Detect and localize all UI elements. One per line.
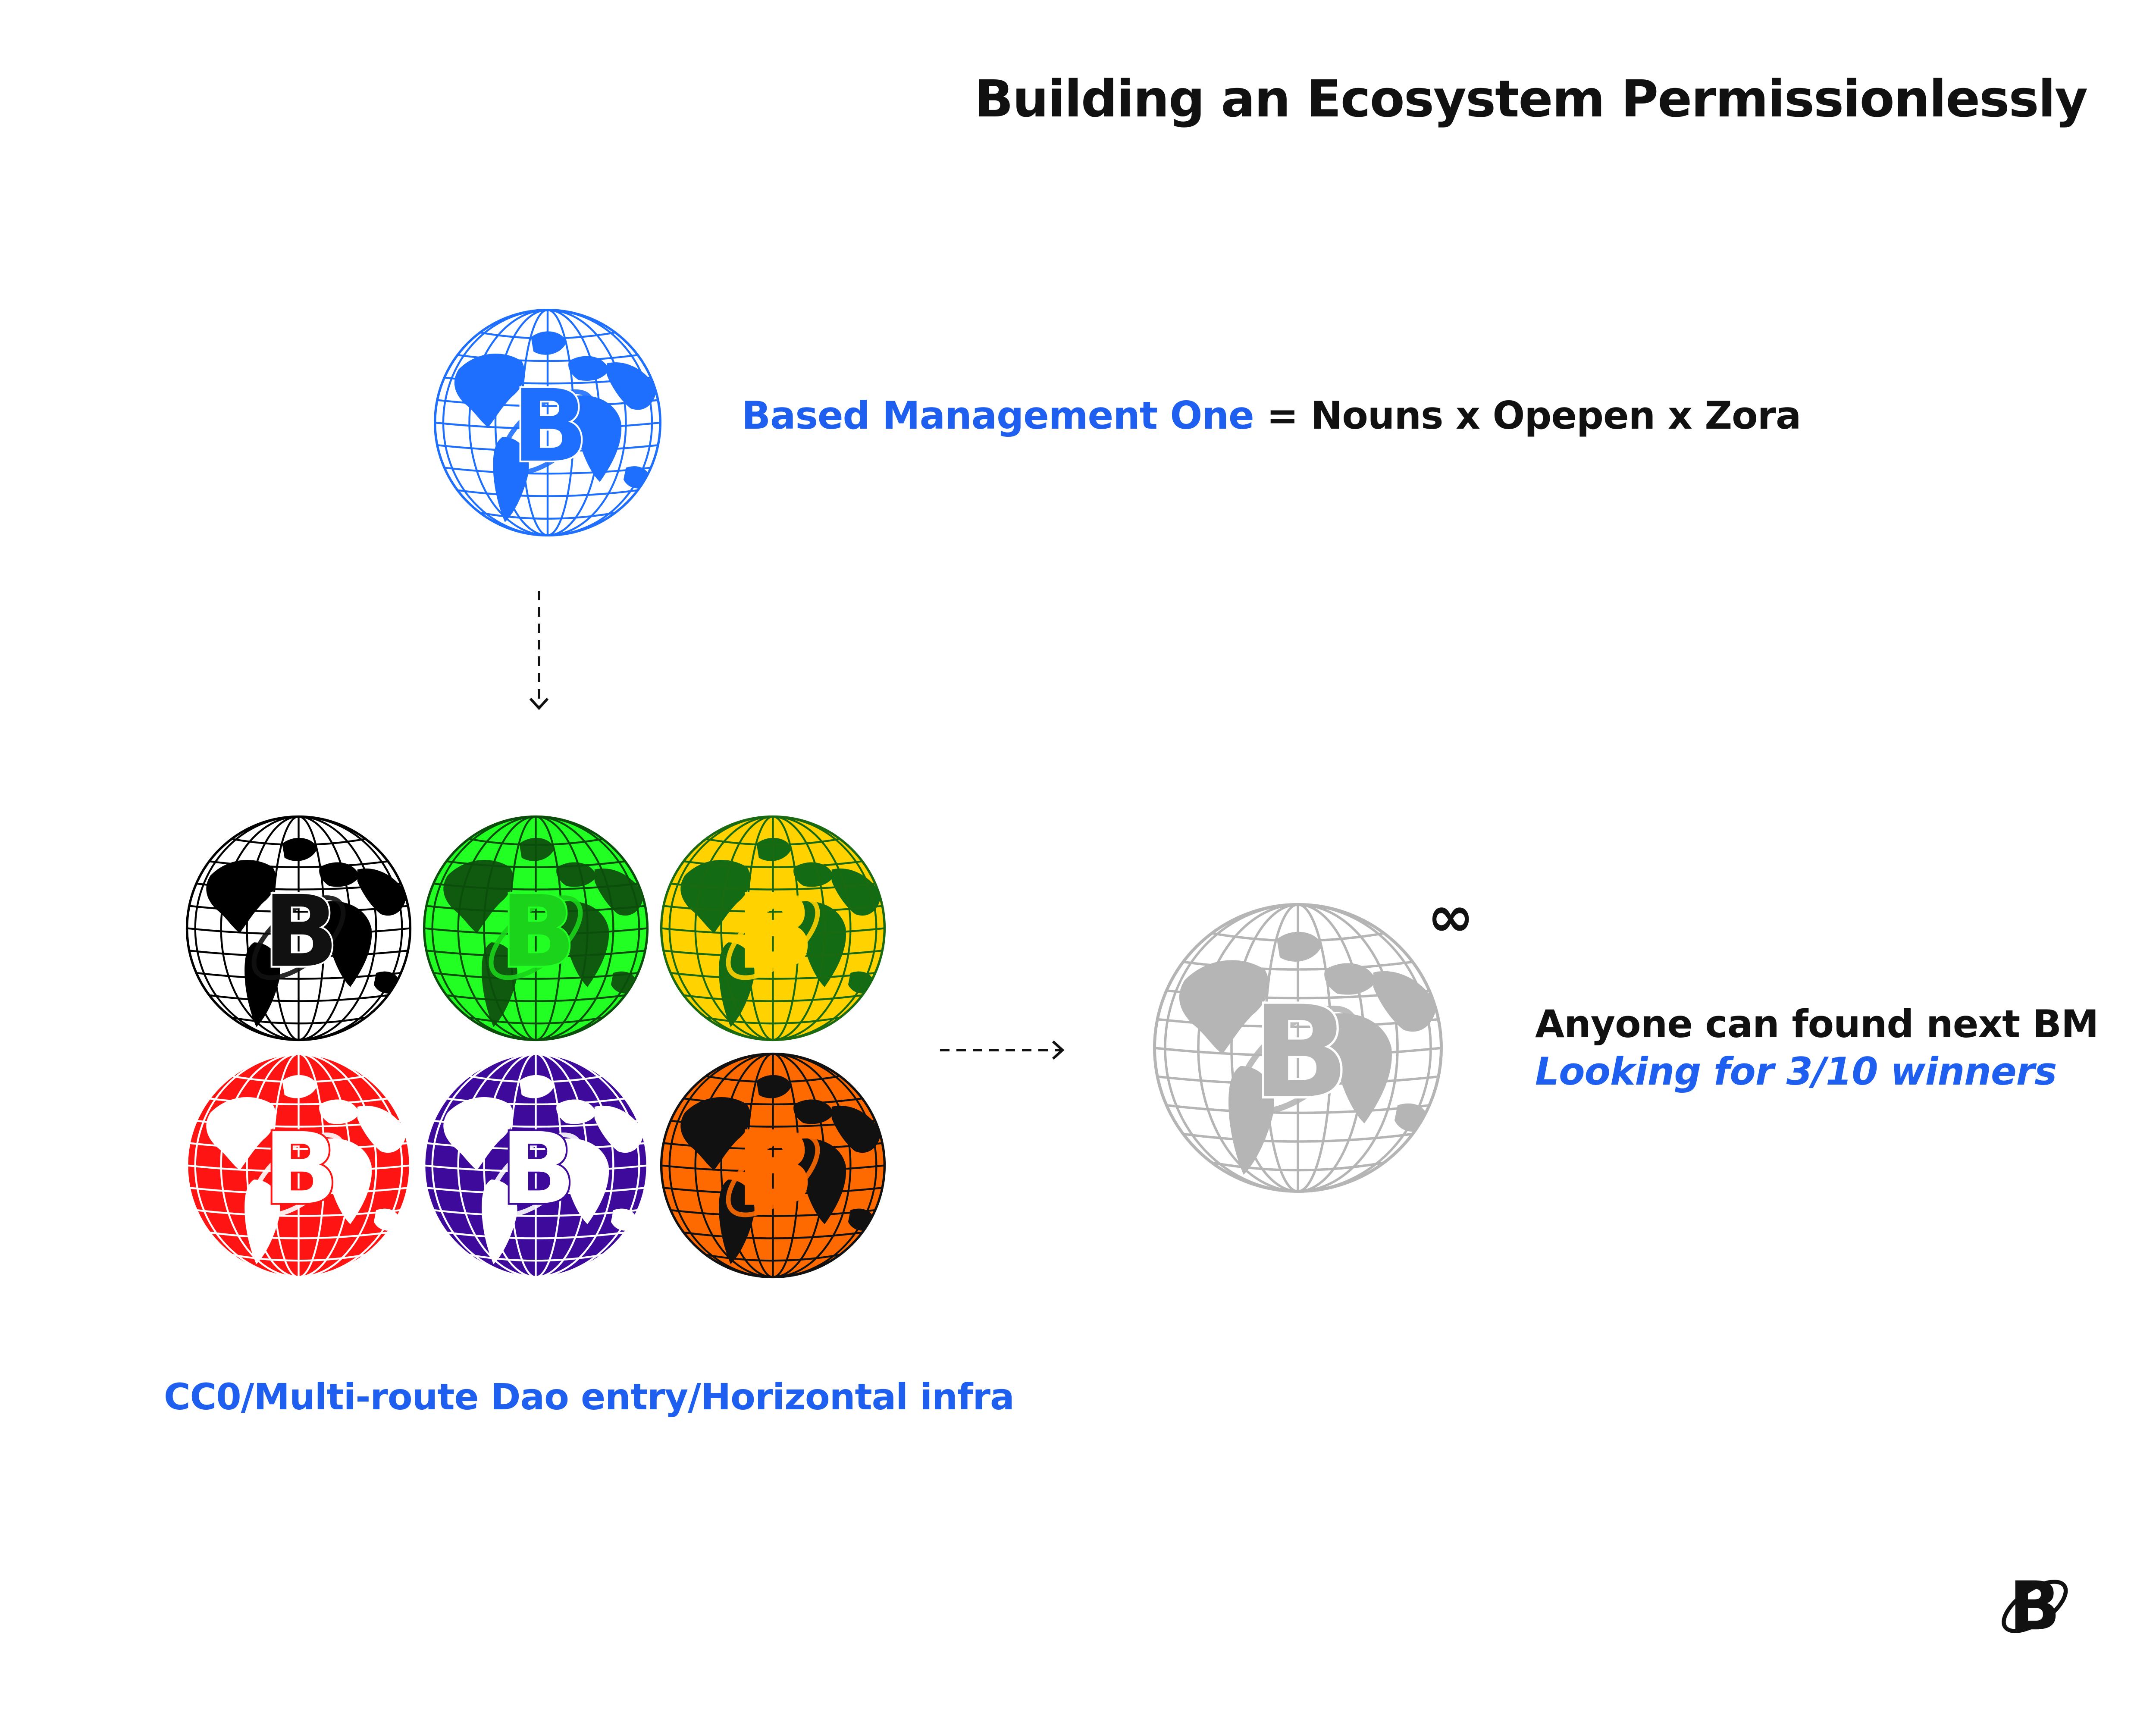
globe-letter: B — [501, 875, 576, 989]
headline-rest: = Nouns x Opepen x Zora — [1253, 393, 1801, 438]
right-text-block: Anyone can found next BM Looking for 3/1… — [1535, 1000, 2099, 1095]
right-text-line2: Looking for 3/10 winners — [1535, 1049, 2057, 1094]
infinity-symbol: ∞ — [1427, 884, 1474, 949]
globe-letter: B — [263, 1112, 338, 1226]
globe-green-icon: B — [423, 815, 649, 1041]
globe-orange-icon: B — [660, 1052, 886, 1279]
caption-left: CC0/Multi-route Dao entry/Horizontal inf… — [164, 1376, 1015, 1418]
globe-red-icon: B — [185, 1052, 412, 1279]
globe-letter: B — [501, 1112, 576, 1226]
brand-logo-letter: B — [2009, 1567, 2060, 1645]
right-arrow-icon — [940, 1040, 1065, 1060]
globe-letter: B — [263, 875, 338, 989]
down-arrow-icon — [529, 591, 549, 710]
headline: Based Management One = Nouns x Opepen x … — [742, 393, 1801, 438]
globe-ghost-icon: B — [1153, 903, 1443, 1193]
right-text-line1: Anyone can found next BM — [1535, 1002, 2099, 1046]
globe-letter: B — [1253, 979, 1349, 1126]
globe-black-icon: B — [185, 815, 412, 1041]
globe-letter: B — [738, 875, 813, 989]
globe-yellow-icon: B — [660, 815, 886, 1041]
globe-top-icon: B — [434, 309, 661, 536]
globe-letter: B — [512, 369, 588, 484]
brand-logo-icon: B — [2002, 1567, 2068, 1645]
headline-brand: Based Management One — [742, 393, 1254, 438]
globe-purple-icon: B — [423, 1052, 649, 1279]
page-title: Building an Ecosystem Permissionlessly — [975, 69, 2088, 129]
globe-letter: B — [738, 1112, 813, 1226]
